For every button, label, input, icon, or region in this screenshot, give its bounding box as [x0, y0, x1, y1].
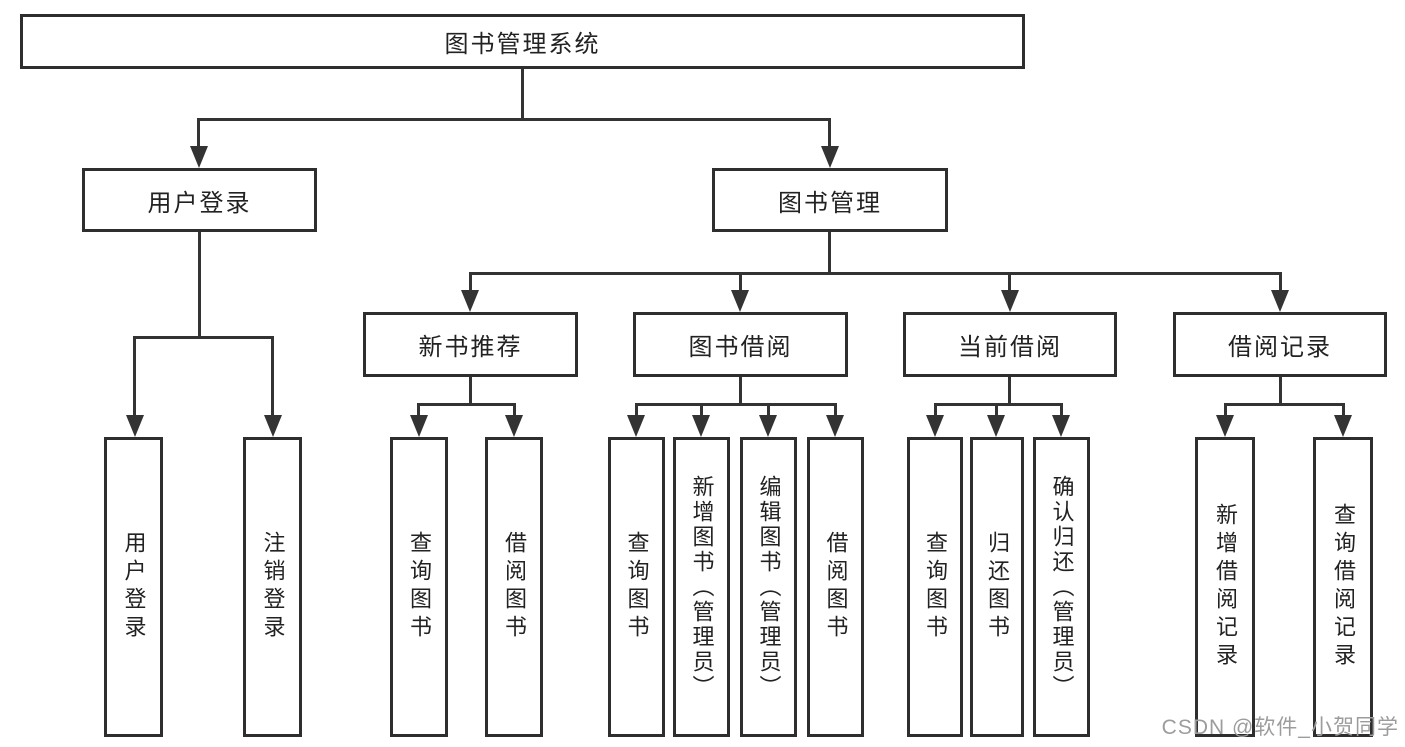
node-book-management-label: 图书管理	[778, 189, 882, 217]
connector-line	[1342, 403, 1345, 415]
leaf-user-login-label: 用户登录	[121, 531, 147, 643]
arrowhead-down-icon	[821, 146, 839, 168]
leaf-borrowing-add-books-admin: 新增图书（管理员）	[673, 437, 730, 737]
connector-line	[700, 403, 703, 415]
arrowhead-down-icon	[505, 415, 523, 437]
arrowhead-down-icon	[826, 415, 844, 437]
leaf-logout-label: 注销登录	[260, 531, 286, 643]
arrowhead-down-icon	[1334, 415, 1352, 437]
arrowhead-down-icon	[926, 415, 944, 437]
connector-line	[1279, 377, 1282, 403]
connector-line	[469, 377, 472, 403]
leaf-records-add-record: 新增借阅记录	[1195, 437, 1255, 737]
connector-line	[469, 272, 472, 290]
leaf-borrowing-borrow-books: 借阅图书	[807, 437, 864, 737]
leaf-borrowing-edit-books-admin-label: 编辑图书（管理员）	[756, 474, 782, 700]
leaf-current-return-books-label: 归还图书	[985, 531, 1010, 643]
csdn-watermark: CSDN @软件_小贺同学	[1161, 716, 1399, 739]
arrowhead-down-icon	[461, 290, 479, 312]
leaf-logout: 注销登录	[243, 437, 302, 737]
connector-line	[934, 403, 937, 415]
connector-line	[198, 232, 201, 336]
connector-line	[197, 118, 200, 146]
leaf-borrowing-add-books-admin-label: 新增图书（管理员）	[689, 474, 715, 700]
arrowhead-down-icon	[692, 415, 710, 437]
leaf-records-query-record: 查询借阅记录	[1313, 437, 1373, 737]
node-new-book-recommend-label: 新书推荐	[418, 334, 523, 361]
leaf-current-confirm-return-admin: 确认归还（管理员）	[1033, 437, 1090, 737]
leaf-current-return-books: 归还图书	[970, 437, 1024, 737]
arrowhead-down-icon	[1052, 415, 1070, 437]
node-root: 图书管理系统	[20, 14, 1025, 69]
leaf-recommend-borrow-books-label: 借阅图书	[502, 531, 527, 643]
connector-line	[469, 272, 1282, 275]
connector-line	[271, 336, 274, 415]
connector-line	[133, 336, 136, 415]
leaf-current-query-books-label: 查询图书	[923, 531, 948, 643]
connector-line	[767, 403, 770, 415]
arrowhead-down-icon	[759, 415, 777, 437]
arrowhead-down-icon	[264, 415, 282, 437]
connector-line	[1008, 272, 1011, 290]
connector-line	[1279, 272, 1282, 290]
node-current-borrowing-label: 当前借阅	[958, 334, 1062, 361]
node-root-label: 图书管理系统	[444, 31, 601, 58]
leaf-records-add-record-label: 新增借阅记录	[1213, 503, 1238, 671]
connector-line	[513, 403, 516, 415]
connector-line	[934, 403, 1063, 406]
leaf-current-confirm-return-admin-label: 确认归还（管理员）	[1049, 474, 1075, 700]
arrowhead-down-icon	[1271, 290, 1289, 312]
connector-line	[635, 403, 837, 406]
connector-line	[417, 403, 420, 415]
arrowhead-down-icon	[987, 415, 1005, 437]
connector-line	[1224, 403, 1345, 406]
connector-line	[1060, 403, 1063, 415]
node-borrowing-records-label: 借阅记录	[1228, 334, 1332, 361]
connector-line	[834, 403, 837, 415]
connector-line	[828, 118, 831, 146]
arrowhead-down-icon	[731, 290, 749, 312]
node-user-login-label: 用户登录	[147, 189, 252, 217]
arrowhead-down-icon	[126, 415, 144, 437]
node-book-borrowing: 图书借阅	[633, 312, 848, 377]
connector-line	[995, 403, 998, 415]
leaf-current-query-books: 查询图书	[907, 437, 963, 737]
leaf-borrowing-borrow-books-label: 借阅图书	[823, 531, 849, 643]
node-book-management: 图书管理	[712, 168, 948, 232]
node-current-borrowing: 当前借阅	[903, 312, 1117, 377]
leaf-records-query-record-label: 查询借阅记录	[1331, 503, 1356, 671]
connector-line	[739, 272, 742, 290]
connector-line	[828, 232, 831, 272]
leaf-borrowing-query-books: 查询图书	[608, 437, 665, 737]
leaf-user-login: 用户登录	[104, 437, 163, 737]
node-book-borrowing-label: 图书借阅	[688, 334, 793, 361]
connector-line	[133, 336, 274, 339]
leaf-borrowing-edit-books-admin: 编辑图书（管理员）	[740, 437, 797, 737]
node-borrowing-records: 借阅记录	[1173, 312, 1387, 377]
leaf-recommend-query-books: 查询图书	[390, 437, 448, 737]
arrowhead-down-icon	[1001, 290, 1019, 312]
arrowhead-down-icon	[410, 415, 428, 437]
arrowhead-down-icon	[627, 415, 645, 437]
arrowhead-down-icon	[1216, 415, 1234, 437]
connector-line	[197, 118, 831, 121]
node-user-login: 用户登录	[82, 168, 317, 232]
leaf-borrowing-query-books-label: 查询图书	[624, 531, 650, 643]
connector-line	[1008, 377, 1011, 403]
node-new-book-recommend: 新书推荐	[363, 312, 578, 377]
connector-line	[635, 403, 638, 415]
connector-line	[739, 377, 742, 403]
leaf-recommend-borrow-books: 借阅图书	[485, 437, 543, 737]
leaf-recommend-query-books-label: 查询图书	[407, 531, 432, 643]
connector-line	[417, 403, 516, 406]
connector-line	[1224, 403, 1227, 415]
arrowhead-down-icon	[190, 146, 208, 168]
connector-line	[521, 68, 524, 118]
